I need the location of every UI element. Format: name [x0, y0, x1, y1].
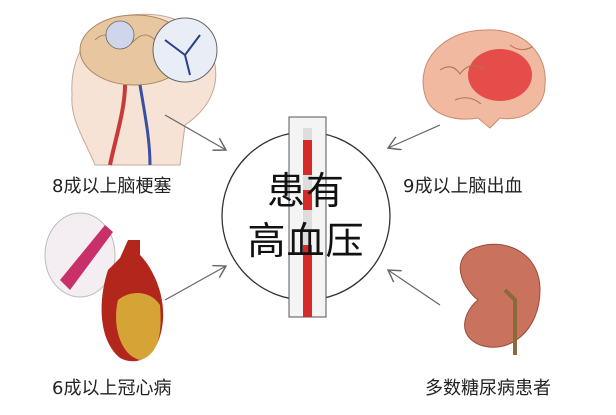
center-title-line2: 高血压 — [247, 219, 365, 263]
label-hemorrhage: 9成以上脑出血 — [403, 176, 523, 197]
arrow-heart — [164, 266, 226, 301]
label-heart: 6成以上冠心病 — [52, 378, 172, 399]
arrow-stroke — [164, 114, 226, 150]
kidney-illustration — [459, 243, 541, 355]
center-title-line1: 患有 — [266, 169, 345, 213]
arrow-diabetes — [388, 270, 441, 306]
head-brain-illustration — [71, 13, 218, 166]
label-stroke: 8成以上脑梗塞 — [52, 176, 172, 197]
heart-illustration — [44, 212, 164, 362]
brain-illustration — [422, 29, 546, 129]
thermometer-icon — [288, 116, 327, 318]
label-diabetes: 多数糖尿病患者 — [425, 378, 551, 399]
arrow-hemorrhage — [388, 124, 441, 148]
